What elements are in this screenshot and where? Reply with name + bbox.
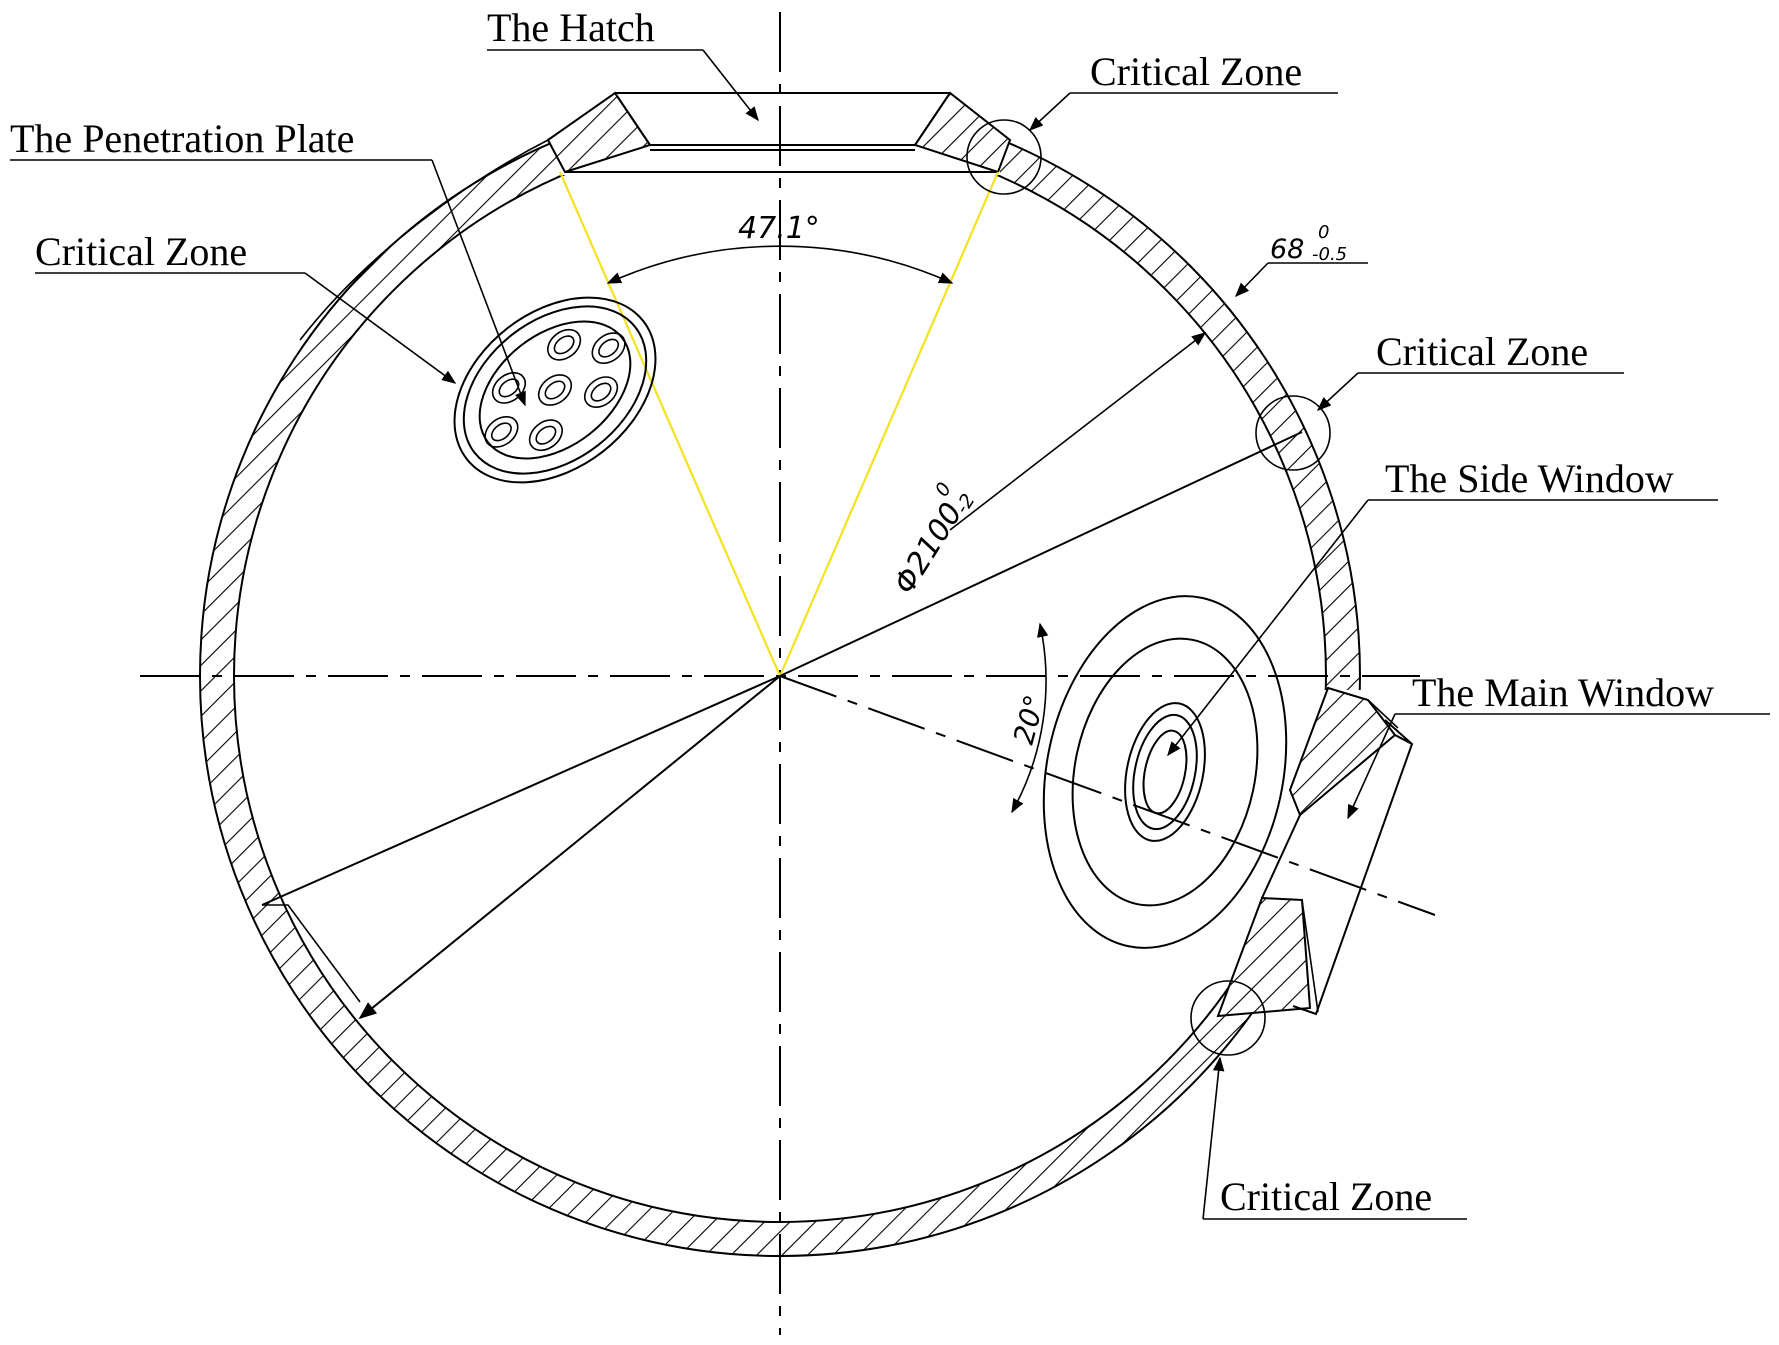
leader-main-window [1347,713,1396,820]
thickness-leader [1234,262,1269,298]
radial-line-upper-right [779,431,1303,677]
label-side-window: The Side Window [1385,456,1674,501]
svg-text:Φ2100: Φ2100 [887,497,970,600]
side-window [1042,595,1288,949]
hatch-angle-arc [606,245,954,284]
hatch-angle-value: 47.1° [738,211,820,246]
penetration-holes [484,328,626,452]
leader-penetration-plate [431,159,526,407]
leader-critical-zone-bottom [1202,1056,1225,1220]
label-critical-zone-top-right: Critical Zone [1090,49,1302,94]
diameter-dimension: Φ2100 0 -2 [887,479,980,601]
diameter-leader [949,332,1207,531]
critical-zone-circle-top-right [966,119,1042,195]
thickness-lower-tol: -0.5 [1312,244,1347,265]
radial-line-lower-left [261,675,781,906]
label-the-hatch: The Hatch [487,5,655,50]
main-window-cone-inner [1301,699,1399,1013]
thickness-value: 68 [1270,234,1304,265]
critical-zone-circle-bottom [1190,980,1266,1056]
penetration-plate [453,296,657,484]
main-window-frame-lower [1216,896,1312,1018]
lower-left-wall-segment [262,904,361,1003]
label-critical-zone-bottom: Critical Zone [1220,1174,1432,1219]
leader-side-window [1167,499,1369,757]
label-main-window: The Main Window [1412,670,1714,715]
hatch-angle-line-right [778,171,1000,677]
svg-text:0: 0 [931,479,956,501]
critical-zone-circle-right [1255,395,1331,471]
window-angle-value: 20° [1007,691,1052,747]
penetration-wall-segment [299,139,549,341]
thickness-upper-tol: 0 [1318,222,1329,243]
leader-critical-zone-top-right [1028,92,1071,131]
leader-critical-zone-right [1316,372,1359,411]
main-window-frame-upper [1288,686,1397,817]
label-critical-zone-left: Critical Zone [35,229,247,274]
leader-the-hatch [702,49,759,122]
hatch-angle-line-left [558,171,782,677]
window-axis-centerline [779,675,1436,916]
label-critical-zone-right: Critical Zone [1376,329,1588,374]
label-penetration-plate: The Penetration Plate [10,116,354,161]
main-window-cone [1261,719,1414,1016]
leader-critical-zone-left [304,272,457,384]
radius-arrow-line [358,675,781,1020]
hatch-plate-lower [565,144,998,173]
hatch-plate-sides [614,92,951,146]
window-angle-arc [1011,622,1049,814]
